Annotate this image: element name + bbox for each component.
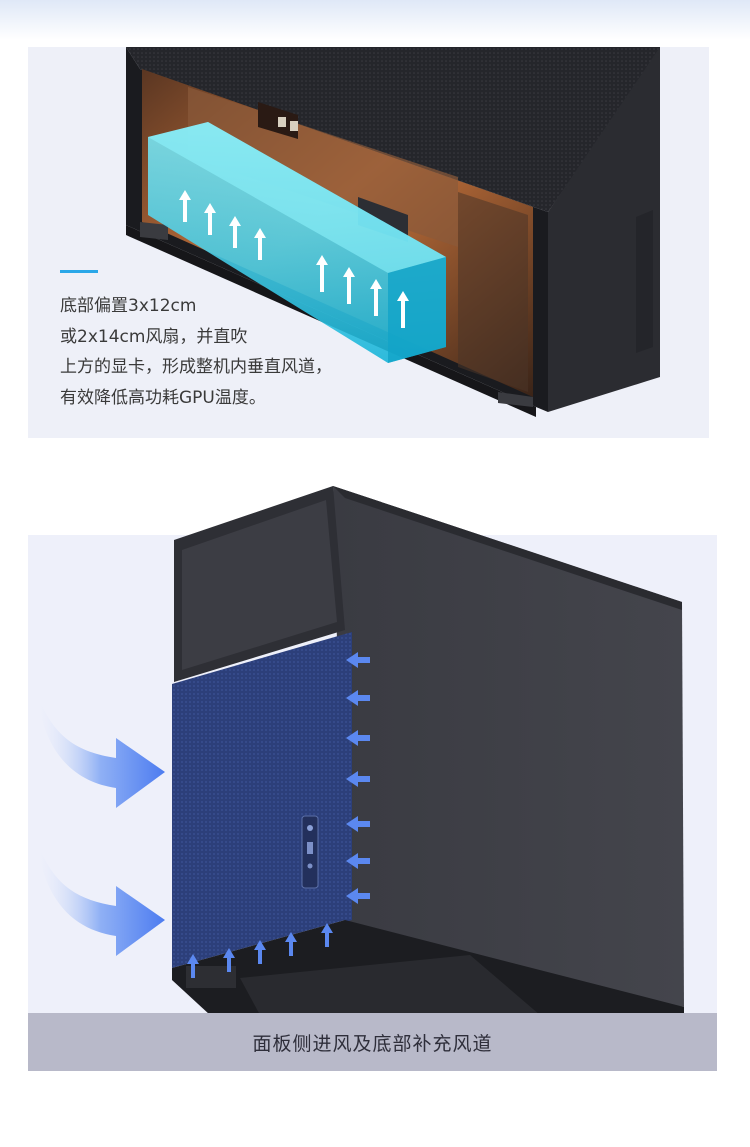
airflow-arrows bbox=[179, 190, 409, 328]
caption-line: 底部偏置3x12cm bbox=[60, 296, 197, 316]
caption-block: 底部偏置3x12cm 或2x14cm风扇，并直吹 上方的显卡，形成整机内垂直风道… bbox=[60, 270, 332, 413]
small-arrow-left-icon bbox=[346, 816, 370, 832]
case-side-panel bbox=[548, 47, 660, 412]
fan-airflow-volume bbox=[148, 122, 446, 363]
side-intake-arrows bbox=[346, 652, 370, 904]
caption-line: 有效降低高功耗GPU温度。 bbox=[60, 387, 266, 408]
case-interior-illustration bbox=[126, 47, 660, 417]
bottom-fan-airflow-panel: 底部偏置3x12cm 或2x14cm风扇，并直吹 上方的显卡，形成整机内垂直风道… bbox=[28, 47, 709, 438]
arrow-up-icon bbox=[223, 948, 235, 972]
caption-line: 或2x14cm风扇，并直吹 bbox=[60, 326, 248, 347]
arrow-up-icon bbox=[285, 932, 297, 956]
small-arrow-left-icon bbox=[346, 888, 370, 904]
bottom-intake-arrows bbox=[187, 923, 333, 978]
curved-arrow-icon bbox=[36, 838, 165, 956]
power-button bbox=[307, 825, 313, 831]
case-side-panel bbox=[333, 486, 684, 1007]
arrow-up-icon bbox=[204, 203, 216, 235]
caption-bar: 面板侧进风及底部补充风道 bbox=[28, 1013, 717, 1071]
front-mesh-panel bbox=[172, 634, 345, 968]
case-exterior-illustration bbox=[36, 486, 684, 1015]
arrow-up-icon bbox=[370, 279, 382, 316]
accent-bar bbox=[60, 270, 98, 273]
arrow-up-icon bbox=[397, 291, 409, 328]
case-foot bbox=[186, 966, 236, 988]
small-arrow-left-icon bbox=[346, 730, 370, 746]
small-arrow-left-icon bbox=[346, 690, 370, 706]
case-foot bbox=[140, 222, 168, 240]
arrow-up-icon bbox=[179, 190, 191, 222]
caption-text: 面板侧进风及底部补充风道 bbox=[252, 1032, 493, 1055]
arrow-up-icon bbox=[343, 267, 355, 304]
arrow-up-icon bbox=[316, 255, 328, 292]
arrow-up-icon bbox=[254, 940, 266, 964]
arrow-up-icon bbox=[254, 228, 266, 260]
small-arrow-left-icon bbox=[346, 853, 370, 869]
arrow-up-icon bbox=[187, 954, 199, 978]
curved-arrow-icon bbox=[36, 690, 165, 808]
caption-line: 上方的显卡，形成整机内垂直风道， bbox=[60, 357, 332, 377]
case-foot bbox=[498, 392, 533, 407]
small-arrow-left-icon bbox=[346, 652, 370, 668]
arrow-up-icon bbox=[229, 216, 241, 248]
small-arrow-left-icon bbox=[346, 771, 370, 787]
arrow-up-icon bbox=[321, 923, 333, 947]
case-top-mesh bbox=[126, 47, 660, 212]
top-gradient bbox=[0, 0, 750, 40]
